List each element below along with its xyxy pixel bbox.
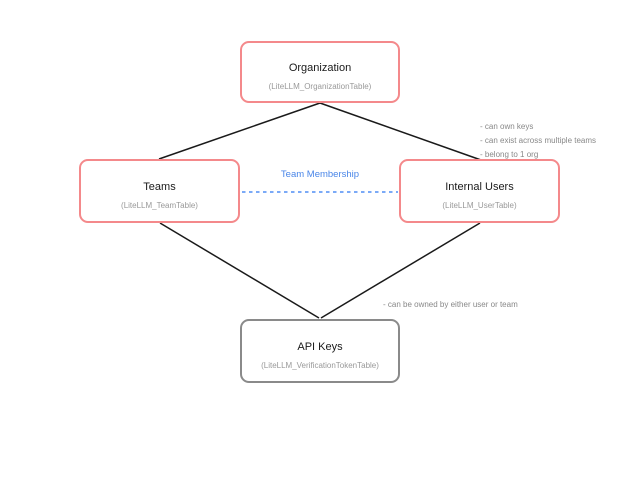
node-api-keys: API Keys (LiteLLM_VerificationTokenTable… xyxy=(240,319,400,383)
internal-users-note-item: - can own keys xyxy=(480,122,534,131)
internal-users-note-item: - can exist across multiple teams xyxy=(480,136,597,145)
node-api-keys-title: API Keys xyxy=(297,341,343,353)
node-internal-users: Internal Users (LiteLLM_UserTable) xyxy=(399,159,560,223)
node-organization-subtitle: (LiteLLM_OrganizationTable) xyxy=(268,82,372,91)
edge-organization-teams-line xyxy=(158,102,321,160)
node-internal-users-subtitle: (LiteLLM_UserTable) xyxy=(442,201,517,210)
node-organization: Organization (LiteLLM_OrganizationTable) xyxy=(240,41,400,103)
node-teams: Teams (LiteLLM_TeamTable) xyxy=(79,159,240,223)
internal-users-notes: - can own keys - can exist across multip… xyxy=(480,120,596,162)
team-membership-edge-label: Team Membership xyxy=(280,169,360,180)
node-organization-title: Organization xyxy=(288,62,352,74)
node-internal-users-title: Internal Users xyxy=(445,181,514,193)
edge-teams-apikeys-line xyxy=(159,222,320,319)
internal-users-note-item: - belong to 1 org xyxy=(480,150,539,159)
edge-organization-users-line xyxy=(319,102,482,161)
node-api-keys-subtitle: (LiteLLM_VerificationTokenTable) xyxy=(261,361,379,370)
edge-users-apikeys-line xyxy=(320,222,481,319)
api-keys-note: - can be owned by either user or team xyxy=(383,300,518,309)
node-teams-title: Teams xyxy=(143,181,176,193)
node-teams-subtitle: (LiteLLM_TeamTable) xyxy=(121,201,198,210)
